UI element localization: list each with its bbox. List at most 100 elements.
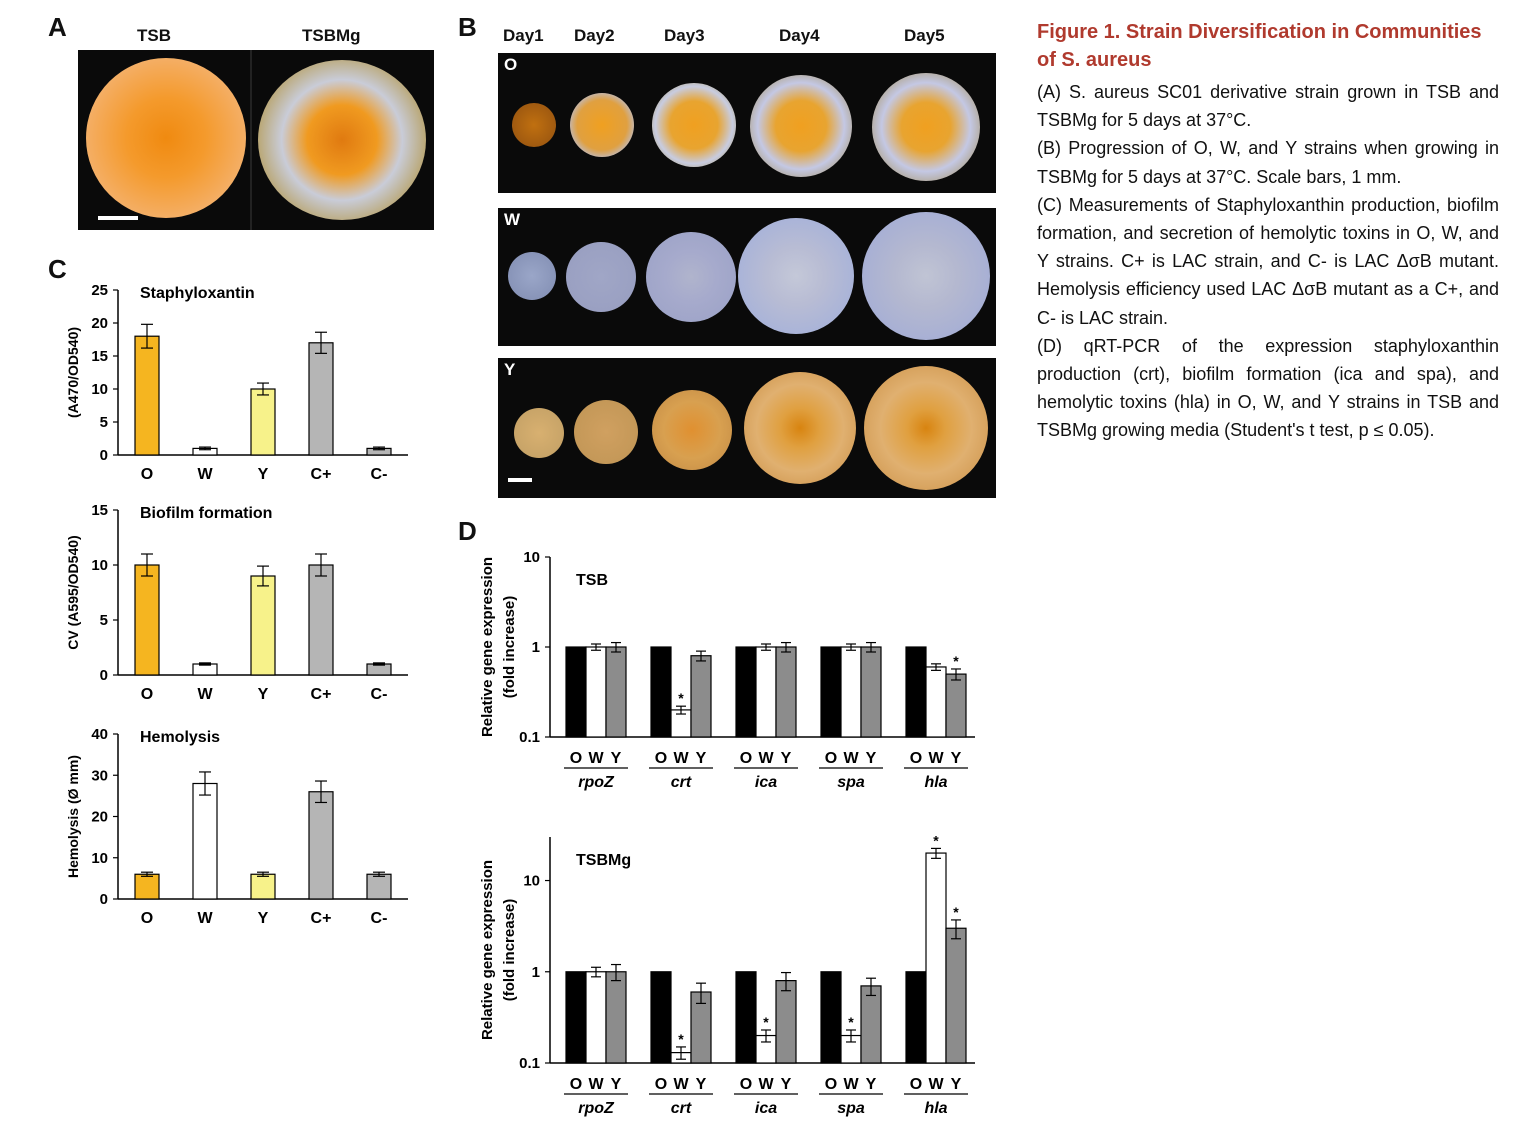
tsbmg-ytick-label: 10	[523, 873, 540, 890]
tsbmg-strain-label: O	[910, 1076, 922, 1093]
tsb-bar-spa-W	[840, 646, 862, 738]
tsbmg-gene-label-hla: hla	[924, 1100, 947, 1117]
colony-y-day2	[574, 400, 638, 464]
tsbmg-bar-rpoZ-Y	[605, 971, 627, 1064]
hemolysis-xtick-label: O	[141, 910, 153, 927]
staphyloxantin-ylabel: (A470/OD540)	[65, 327, 81, 418]
hemolysis-ytick-label: 40	[91, 726, 108, 743]
tsbmg-strain-label: W	[588, 1076, 604, 1093]
tsbmg-bar-rpoZ-W	[585, 971, 607, 1064]
tsb-ytick-label: 1	[532, 639, 540, 656]
biofilm-bar-0	[134, 564, 160, 676]
tsbmg-significance-hla-Y: *	[953, 904, 959, 920]
colony-w-day4	[738, 218, 854, 334]
tsbmg-colony	[258, 60, 426, 220]
tsb-strain-label: W	[673, 750, 689, 767]
staphyloxantin-ytick-label: 15	[91, 348, 108, 365]
tsbmg-significance-hla-W: *	[933, 832, 939, 848]
tsb-bar-rpoZ-Y	[605, 646, 627, 738]
hemolysis-bar-3	[308, 791, 334, 900]
colony-w-day2	[566, 242, 636, 312]
tsbmg-significance-ica-W: *	[763, 1014, 769, 1030]
staphyloxantin-bar-2	[250, 388, 276, 456]
tsbmg-ytick-label: 1	[532, 964, 540, 981]
hemolysis-xtick-label: C-	[371, 910, 388, 927]
tsb-gene-label-ica: ica	[755, 774, 777, 791]
tsbmg-gene-label-ica: ica	[755, 1100, 777, 1117]
tsb-bar-rpoZ-W	[585, 646, 607, 738]
tsb-colony	[86, 58, 246, 218]
colony-row-w: W	[498, 208, 996, 346]
colony-o-day4	[750, 75, 852, 177]
colony-y-day1	[514, 408, 564, 458]
colony-w-day5	[862, 212, 990, 340]
caption-paragraph-c: (C) Measurements of Staphyloxanthin prod…	[1037, 194, 1499, 328]
tsb-strain-label: O	[825, 750, 837, 767]
staphyloxantin-xtick-label: W	[197, 466, 213, 483]
tsb-bar-rpoZ-O	[565, 646, 587, 738]
caption-paragraph-a: (A) S. aureus SC01 derivative strain gro…	[1037, 82, 1499, 131]
tsbmg-ylabel: Relative gene expression	[479, 860, 496, 1040]
tsbmg-bar-spa-O	[820, 971, 842, 1064]
tsbmg-bar-crt-O	[650, 971, 672, 1064]
media-label-tsbmg: TSBMg	[302, 26, 361, 45]
day-label-5: Day5	[904, 26, 945, 45]
colony-w-day1	[508, 252, 556, 300]
tsbmg-bar-ica-O	[735, 971, 757, 1064]
tsbmg-strain-label: Y	[866, 1076, 877, 1093]
tsb-gene-label-rpoZ: rpoZ	[578, 774, 615, 791]
staphyloxantin-bar-0	[134, 335, 160, 456]
biofilm-ytick-label: 5	[100, 612, 108, 629]
tsbmg-strain-label: O	[570, 1076, 582, 1093]
staphyloxantin-xtick-label: C-	[371, 466, 388, 483]
tsbmg-strain-label: O	[825, 1076, 837, 1093]
hemolysis-bar-4	[366, 873, 392, 900]
tsbmg-strain-label: W	[843, 1076, 859, 1093]
staphyloxantin-xtick-label: C+	[311, 466, 332, 483]
tsb-bar-crt-O	[650, 646, 672, 738]
tsbmg-strain-label: W	[673, 1076, 689, 1093]
biofilm-xtick-label: W	[197, 686, 213, 703]
caption-title: Figure 1. Strain Diversification in Comm…	[1037, 21, 1482, 71]
panel-letter-a: A	[48, 12, 67, 42]
panel-letter-d: D	[458, 516, 477, 546]
hemolysis-ytick-label: 0	[100, 891, 108, 908]
staphyloxantin-ytick-label: 25	[91, 282, 108, 299]
tsb-strain-label: O	[655, 750, 667, 767]
hemolysis-ytick-label: 20	[91, 809, 108, 826]
tsb-strain-label: O	[740, 750, 752, 767]
tsbmg-ylabel2: (fold increase)	[501, 899, 518, 1002]
tsb-bar-spa-Y	[860, 646, 882, 738]
tsbmg-strain-label: O	[740, 1076, 752, 1093]
row-label-w: W	[504, 210, 521, 229]
colony-y-day5	[864, 366, 988, 490]
biofilm-bar-3	[308, 564, 334, 676]
tsb-strain-label: W	[843, 750, 859, 767]
tsbmg-strain-label: Y	[611, 1076, 622, 1093]
tsbmg-bar-spa-Y	[860, 985, 882, 1064]
tsbmg-bar-rpoZ-O	[565, 971, 587, 1064]
tsb-ytick-label: 10	[523, 549, 540, 566]
colony-y-day3	[652, 390, 732, 470]
day-label-2: Day2	[574, 26, 615, 45]
panel-letter-c: C	[48, 254, 67, 284]
colony-o-day5	[872, 73, 980, 181]
day-label-4: Day4	[779, 26, 820, 45]
scale-bar-b	[508, 478, 532, 482]
staphyloxantin-ytick-label: 0	[100, 447, 108, 464]
biofilm-ytick-label: 0	[100, 667, 108, 684]
hemolysis-xtick-label: W	[197, 910, 213, 927]
biofilm-title: Biofilm formation	[140, 505, 272, 522]
tsb-ylabel2: (fold increase)	[501, 596, 518, 699]
caption-paragraph-d: (D) qRT-PCR of the expression staphyloxa…	[1037, 335, 1499, 441]
tsbmg-strain-label: W	[928, 1076, 944, 1093]
colony-o-day3	[652, 83, 736, 167]
tsb-strain-label: O	[570, 750, 582, 767]
tsbmg-bar-hla-Y	[945, 927, 967, 1064]
tsbmg-strain-label: W	[758, 1076, 774, 1093]
hemolysis-xtick-label: Y	[258, 910, 269, 927]
